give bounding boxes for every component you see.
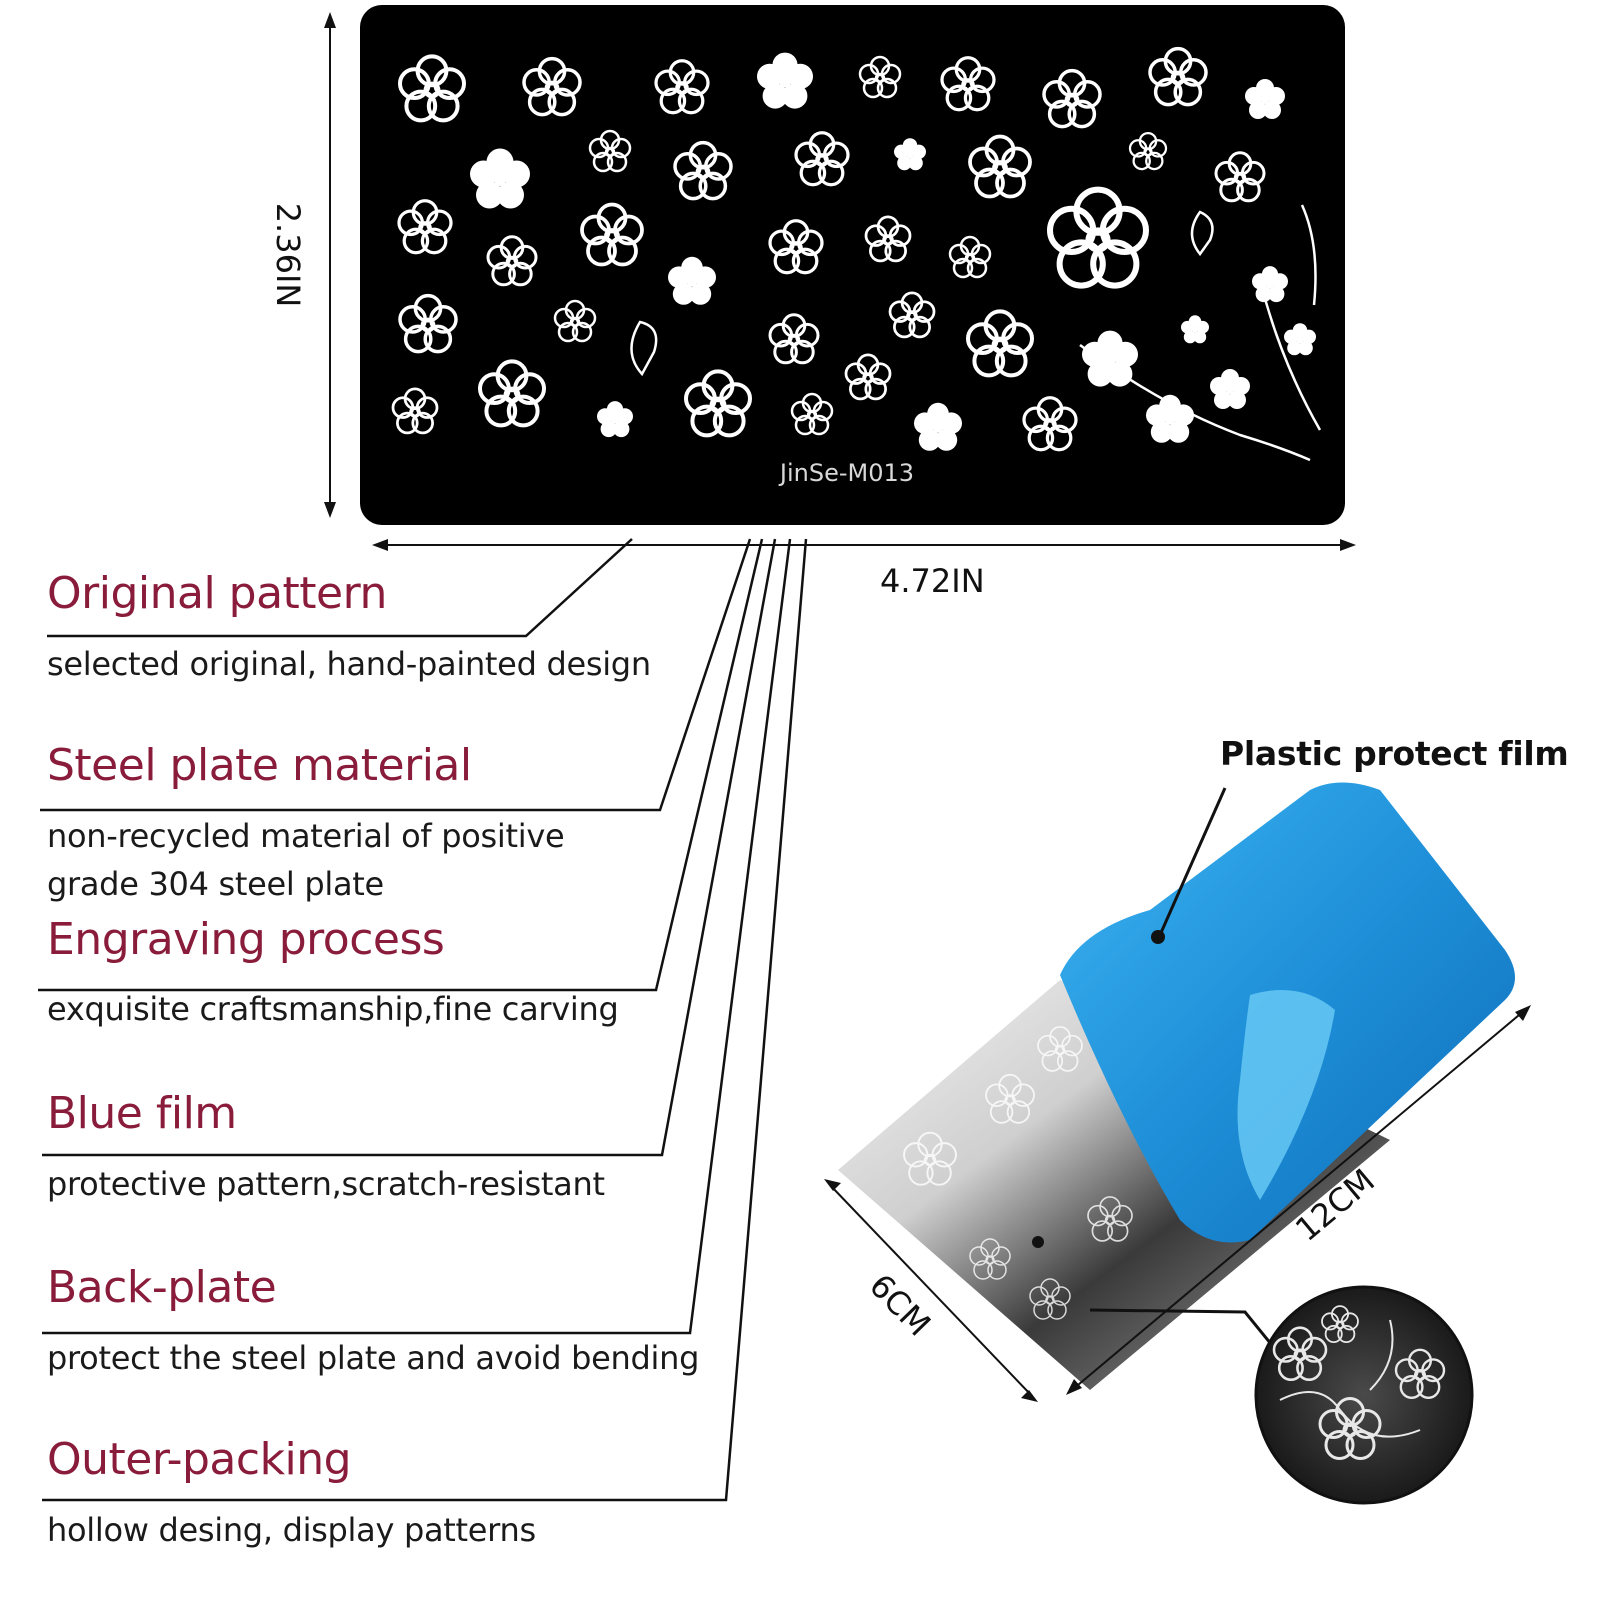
stamping-plate: JinSe-M013 xyxy=(360,5,1345,525)
product-photo xyxy=(824,782,1531,1505)
plate-pointer-dot xyxy=(1032,1236,1044,1248)
width-dimension xyxy=(372,539,1356,551)
feature-desc-outer-packing: hollow desing, display patterns xyxy=(47,1511,536,1549)
plate-width-label: 4.72IN xyxy=(880,562,985,600)
plate-height-label: 2.36IN xyxy=(269,202,307,308)
zoom-detail xyxy=(1254,1285,1474,1505)
film-fold xyxy=(1237,990,1335,1200)
film-callout-label: Plastic protect film xyxy=(1220,734,1569,773)
feature-desc-original-pattern: selected original, hand-painted design xyxy=(47,645,651,683)
feature-title-steel-plate: Steel plate material xyxy=(47,740,472,791)
length-dimension xyxy=(1066,1005,1531,1395)
zoom-leader xyxy=(1089,1308,1282,1356)
feature-desc-steel-plate-1: non-recycled material of positive xyxy=(47,817,565,855)
feature-title-outer-packing: Outer-packing xyxy=(47,1434,352,1485)
feature-title-engraving: Engraving process xyxy=(47,914,445,965)
height-dimension xyxy=(324,12,336,518)
feature-title-original-pattern: Original pattern xyxy=(47,568,387,619)
width-dimension-photo xyxy=(824,1179,1038,1402)
feature-desc-steel-plate-2: grade 304 steel plate xyxy=(47,865,384,903)
plate-code: JinSe-M013 xyxy=(778,459,914,487)
feature-title-back-plate: Back-plate xyxy=(47,1262,277,1313)
feature-desc-engraving: exquisite craftsmanship,fine carving xyxy=(47,990,619,1028)
feature-title-blue-film: Blue film xyxy=(47,1088,237,1139)
feature-desc-blue-film: protective pattern,scratch-resistant xyxy=(47,1165,605,1203)
leader-lines xyxy=(38,538,808,1502)
film-pointer-dot xyxy=(1151,930,1165,944)
feature-desc-back-plate: protect the steel plate and avoid bendin… xyxy=(47,1339,700,1377)
